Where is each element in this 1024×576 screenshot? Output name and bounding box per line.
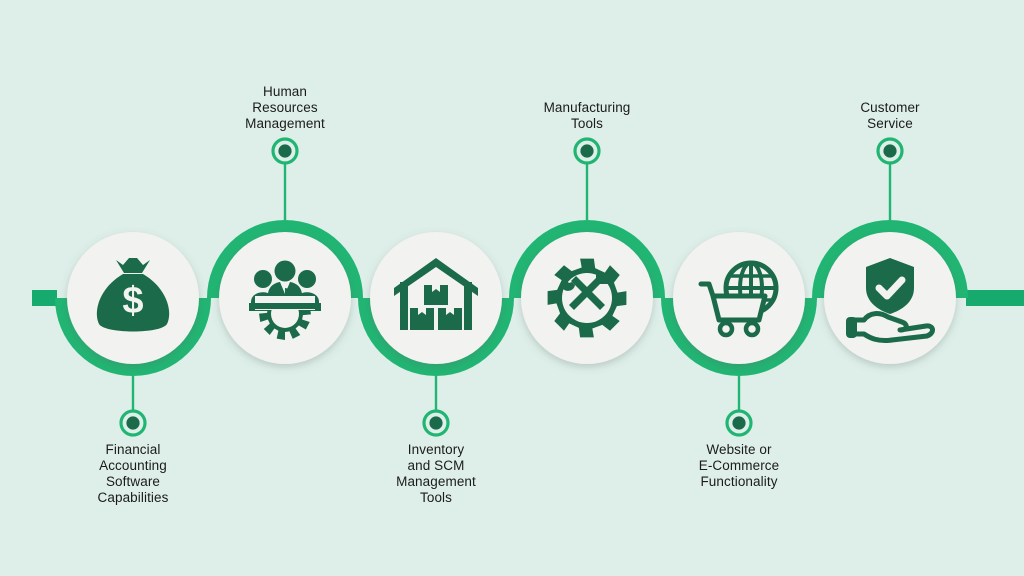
person-head-left xyxy=(254,270,272,288)
person-head-right xyxy=(298,270,316,288)
node-arc-manufacturing-tools xyxy=(509,220,665,298)
warehouse-wall-right xyxy=(464,282,472,330)
person-head-center xyxy=(274,260,296,282)
marker-dot-human-resources xyxy=(278,144,292,158)
connector-ribbon xyxy=(32,220,1024,376)
marker-ring-customer-service xyxy=(876,137,904,165)
marker-dot-manufacturing-tools xyxy=(580,144,594,158)
marker-ring-financial-accounting xyxy=(119,409,147,437)
wrench-handle xyxy=(569,276,603,310)
marker-dot-website-ecommerce xyxy=(732,416,746,430)
money-bag-dollar-glyph: $ xyxy=(122,280,143,322)
node-arc-inventory-scm xyxy=(358,298,514,376)
gear-tools-icon xyxy=(547,258,627,338)
warehouse-box-left-tape xyxy=(418,308,426,315)
globe-cart-icon xyxy=(698,260,779,338)
people-gear-icon xyxy=(249,260,321,340)
shield-hand-icon xyxy=(846,258,935,343)
marker-dot-customer-service xyxy=(883,144,897,158)
icon-disc-layer: $ xyxy=(67,232,956,364)
warehouse-box-left xyxy=(410,308,434,330)
warehouse-wall-left xyxy=(400,282,408,330)
cart-wheel-right xyxy=(743,320,761,338)
shield-check-icon xyxy=(875,276,906,300)
warehouse-box-top-tape xyxy=(432,285,440,292)
marker-ring-human-resources xyxy=(271,137,299,165)
hammer-head xyxy=(561,277,575,291)
open-hand xyxy=(847,311,935,343)
money-bag-tie xyxy=(116,258,150,273)
cart-basket xyxy=(710,293,768,323)
money-bag-icon: $ xyxy=(96,258,170,332)
warehouse-box-right xyxy=(438,308,462,330)
cart-handle xyxy=(698,281,716,299)
marker-ring-inventory-scm xyxy=(422,409,450,437)
cart-wheel-left xyxy=(717,320,735,338)
money-bag-body xyxy=(96,274,170,332)
marker-ring-website-ecommerce xyxy=(725,409,753,437)
marker-dot-inventory-scm xyxy=(429,416,443,430)
shield-body xyxy=(866,258,914,314)
node-arc-customer-service xyxy=(812,220,968,298)
connector-bar-segment xyxy=(966,290,1024,306)
warehouse-boxes-icon xyxy=(394,258,478,330)
warehouse-box-right-tape xyxy=(446,308,454,315)
stem-and-marker-layer xyxy=(119,137,904,437)
people-baseline-top xyxy=(249,303,321,309)
warehouse-box-top xyxy=(424,285,448,305)
marker-ring-manufacturing-tools xyxy=(573,137,601,165)
node-arc-financial-accounting xyxy=(55,298,211,376)
node-arc-website-ecommerce xyxy=(661,298,817,376)
hand-cuff xyxy=(846,317,857,338)
connector-bar-segment xyxy=(32,290,57,306)
wrench-jaw xyxy=(596,274,609,284)
warehouse-roof xyxy=(394,258,478,296)
marker-dot-financial-accounting xyxy=(126,416,140,430)
node-arc-human-resources xyxy=(207,220,363,298)
